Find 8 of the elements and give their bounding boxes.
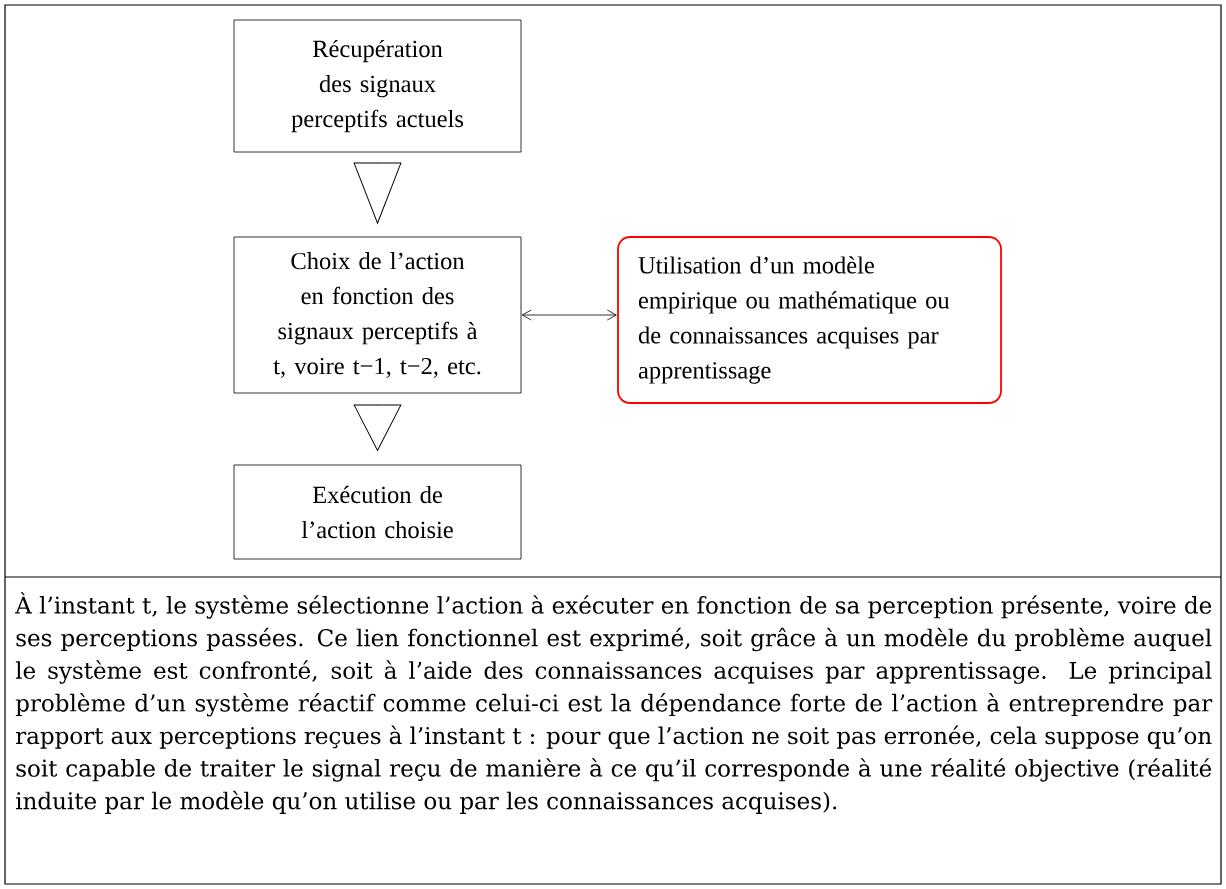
process-box: Choix de l’action en fonction des signaux perceptifs à t, voire t−1, t−2, etc.: [233, 236, 522, 394]
process-box: Récupération des signaux perceptifs actuels: [233, 19, 522, 153]
caption-text: À l’instant t, le système sélectionne l’action à exécuter en fonction de sa perception présente, voire de ses perceptions passées. Ce lien fonctionnel est exprimé, soit grâce à un modèle du problème auquel le système est confronté, soit à l’aide des connaissances acquises par apprentissage. Le principal problème d’un système réactif comme celui-ci est la dépendance forte de l’action à entreprendre par rapport aux perceptions reçues à l’instant t : pour que l’action ne soit pas erronée, cela suppose qu’on soit capable de traiter le signal reçu de manière à ce qu’il corresponde à une réalité objective (réalité induite par le modèle qu’on utilise ou par les connaissances acquises).: [15, 592, 1213, 814]
process-box: Exécution de l’action choisie: [233, 464, 522, 560]
double-arrow: [521, 309, 617, 321]
rounded-box: Utilisation d’un modèle empirique ou mathématique ou de connaissances acquises par apprentissage: [617, 236, 1002, 404]
triangle-arrow: [353, 162, 402, 224]
triangle-arrow: [353, 404, 402, 451]
